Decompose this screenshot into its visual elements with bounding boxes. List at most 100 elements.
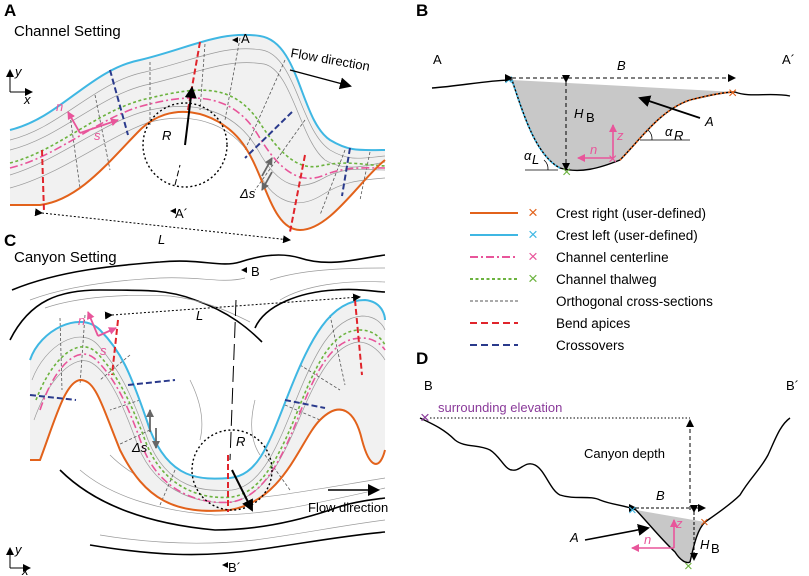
panel-c-cross-sections bbox=[59, 314, 346, 506]
panel-b-right-bank bbox=[619, 91, 736, 161]
panel-a-axis-x: x bbox=[23, 92, 31, 107]
legend-item: × Channel thalweg bbox=[470, 269, 657, 288]
panel-b-depth-label: H bbox=[574, 106, 584, 121]
legend-label: Bend apices bbox=[556, 316, 631, 331]
panel-b-crest-left-marker: × bbox=[504, 72, 513, 89]
panel-b-left-label: A bbox=[433, 52, 442, 67]
panel-a-section-start-marker bbox=[232, 37, 238, 43]
legend-item: Crossovers bbox=[470, 338, 625, 353]
panel-a-radius-circle bbox=[142, 102, 228, 188]
panel-c-crest-right bbox=[30, 378, 386, 512]
panel-a-flow-label: Flow direction bbox=[289, 45, 371, 74]
panel-c-ds-label: Δs bbox=[131, 440, 148, 455]
legend-label: Channel thalweg bbox=[556, 272, 657, 287]
panel-a-axis-line bbox=[174, 164, 181, 186]
panel-b-alpha-l-label: α bbox=[524, 148, 532, 163]
panel-d-crest-right-marker: × bbox=[700, 514, 709, 531]
legend-label: Crest left (user-defined) bbox=[556, 228, 698, 243]
panel-a-ds-label: Δs bbox=[239, 186, 256, 201]
panel-b-right-label: A´ bbox=[782, 52, 795, 67]
panel-b-alpha-r-arc bbox=[647, 129, 653, 141]
panel-b-centerline-marker: × bbox=[608, 151, 617, 168]
panel-d-area-arrow bbox=[584, 523, 650, 541]
panel-c-R-label: R bbox=[236, 434, 245, 449]
panel-a-axes-icon: y x bbox=[6, 64, 33, 107]
panel-c-thalweg bbox=[35, 329, 386, 499]
legend-marker-swatch: × bbox=[528, 269, 538, 288]
panel-c-crossovers bbox=[29, 379, 326, 409]
panel-b-z-label: z bbox=[616, 128, 624, 143]
panel-b-width-label: B bbox=[617, 58, 626, 73]
panel-d-channel-fill bbox=[636, 510, 705, 563]
panel-c: C Canyon Setting bbox=[4, 231, 388, 576]
legend-label: Crest right (user-defined) bbox=[556, 206, 706, 221]
panel-d-right-label: B´ bbox=[786, 378, 799, 393]
panel-d-z-label: z bbox=[675, 516, 683, 531]
legend-marker-swatch: × bbox=[528, 247, 538, 266]
panel-d-crest-left-marker: × bbox=[628, 502, 637, 519]
legend-marker-swatch: × bbox=[528, 203, 538, 222]
panel-b-alpha-l-sub: L bbox=[532, 152, 539, 167]
panel-a-L-arrow bbox=[34, 208, 291, 244]
panel-c-axis-y: y bbox=[14, 542, 23, 557]
panel-b-alpha-r-label: α bbox=[665, 124, 673, 139]
panel-b-left-bank bbox=[511, 79, 561, 169]
panel-b: B A A´ × × × × B H B A z n α L bbox=[416, 1, 795, 181]
legend-marker-swatch: × bbox=[528, 225, 538, 244]
panel-a-crest-right bbox=[10, 110, 386, 232]
panel-c-ns-arrows: n s bbox=[78, 311, 117, 358]
legend: × Crest right (user-defined) × Crest left (… bbox=[470, 203, 713, 353]
panel-a-radius-arrow bbox=[184, 86, 197, 146]
panel-c-section-end-marker bbox=[222, 562, 228, 568]
panel-a-L-label: L bbox=[158, 232, 165, 247]
panel-c-axis-x: x bbox=[21, 563, 29, 576]
panel-c-n-label: n bbox=[78, 313, 85, 328]
panel-d-surrounding-label: surrounding elevation bbox=[438, 400, 562, 415]
panel-c-section-start-marker bbox=[241, 267, 247, 273]
panel-c-s-label: s bbox=[100, 343, 107, 358]
panel-c-radius-arrow bbox=[231, 469, 253, 512]
panel-b-letter: B bbox=[416, 1, 428, 20]
panel-a-section-start: A bbox=[241, 31, 250, 46]
legend-item: Bend apices bbox=[470, 316, 631, 331]
panel-a-flow-arrow bbox=[289, 69, 352, 90]
legend-item: Orthogonal cross-sections bbox=[470, 294, 713, 309]
panel-d-depth-label: H bbox=[700, 537, 710, 552]
panel-d-depth-sub: B bbox=[711, 541, 720, 556]
panel-c-section-start: B bbox=[251, 264, 260, 279]
panel-c-L-label: L bbox=[196, 308, 203, 323]
panel-a-delta-s: Δs bbox=[239, 157, 273, 201]
panel-a-cross-sections bbox=[69, 37, 371, 216]
panel-c-flow-label: Flow direction bbox=[308, 500, 388, 515]
panel-a-axis-y: y bbox=[14, 64, 23, 79]
panel-c-centerline bbox=[39, 337, 386, 504]
panel-a-crest-left bbox=[9, 33, 386, 152]
panel-a-crossovers bbox=[109, 69, 351, 197]
panel-d-canyon-depth-label: Canyon depth bbox=[584, 446, 665, 461]
panel-b-alpha-l-arc bbox=[543, 159, 549, 171]
panel-c-L-arrow bbox=[104, 293, 361, 320]
panel-a-title: Channel Setting bbox=[14, 23, 121, 40]
panel-a-s-label: s bbox=[94, 128, 101, 143]
panel-a-R-label: R bbox=[162, 128, 171, 143]
panel-a-ns-arrows: n s bbox=[56, 99, 119, 143]
panel-a-channel-fill bbox=[10, 34, 385, 230]
panel-c-section-end: B´ bbox=[228, 560, 241, 575]
legend-item: × Crest left (user-defined) bbox=[470, 225, 698, 244]
panel-d-thalweg-marker: × bbox=[684, 558, 693, 575]
legend-label: Crossovers bbox=[556, 338, 625, 353]
legend-item: × Channel centerline bbox=[470, 247, 669, 266]
panel-c-delta-s: Δs bbox=[131, 409, 160, 455]
panel-d-width-label: B bbox=[656, 488, 665, 503]
panel-d-letter: D bbox=[416, 349, 428, 368]
legend-label: Channel centerline bbox=[556, 250, 669, 265]
panel-b-area-label: A bbox=[704, 114, 714, 129]
panel-b-thalweg-marker: × bbox=[562, 164, 571, 181]
panel-a: A Channel Setting y x bbox=[4, 1, 386, 247]
panel-d: D B B´ × surrounding elevation Canyon de… bbox=[416, 349, 799, 575]
panel-d-left-label: B bbox=[424, 378, 433, 393]
legend-item: × Crest right (user-defined) bbox=[470, 203, 706, 222]
legend-label: Orthogonal cross-sections bbox=[556, 294, 713, 309]
panel-b-area-arrow bbox=[638, 95, 701, 119]
panel-a-letter: A bbox=[4, 1, 16, 20]
